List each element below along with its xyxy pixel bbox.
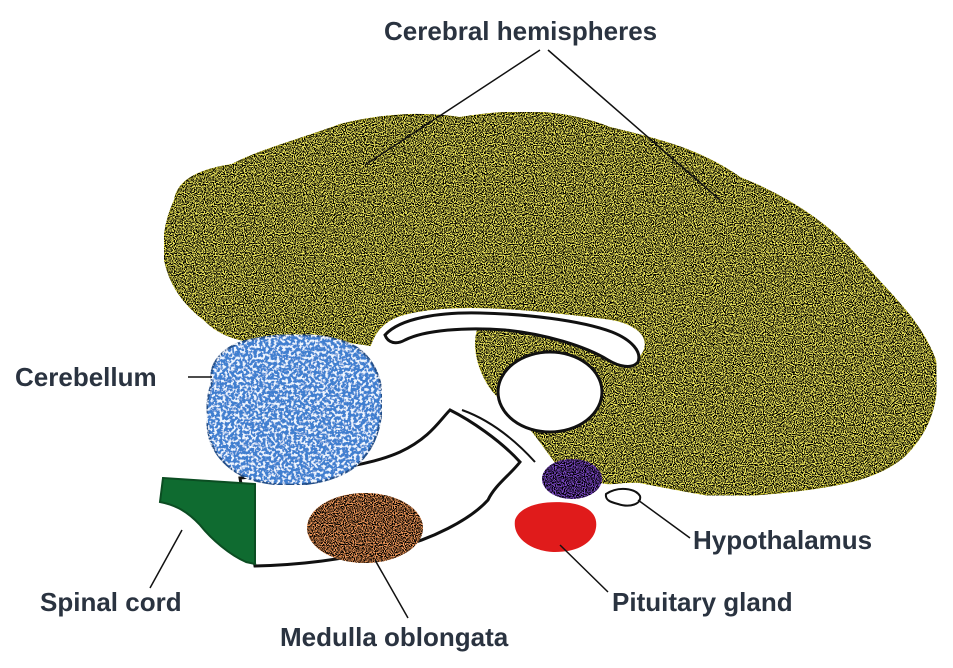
label-cerebellum: Cerebellum: [15, 364, 157, 390]
label-medulla-oblongata: Medulla oblongata: [280, 624, 508, 650]
leader-line-hypothalamus: [638, 500, 690, 538]
leader-line-pituitary: [560, 545, 608, 592]
label-cerebral-hemispheres: Cerebral hemispheres: [384, 18, 657, 44]
cerebellum-shape: [207, 335, 382, 485]
leader-line-spinal: [150, 530, 182, 588]
thalamus: [498, 352, 602, 432]
spinal-cord-shape: [160, 478, 255, 564]
label-spinal-cord: Spinal cord: [40, 589, 182, 615]
pituitary-gland-shape: [515, 502, 597, 552]
label-hypothalamus: Hypothalamus: [693, 527, 872, 553]
medulla-oblongata-shape: [307, 493, 423, 563]
hypothalamus-shape: [542, 459, 602, 499]
optic-chiasm: [606, 489, 640, 506]
label-pituitary-gland: Pituitary gland: [612, 589, 793, 615]
leader-line-medulla: [375, 560, 408, 618]
